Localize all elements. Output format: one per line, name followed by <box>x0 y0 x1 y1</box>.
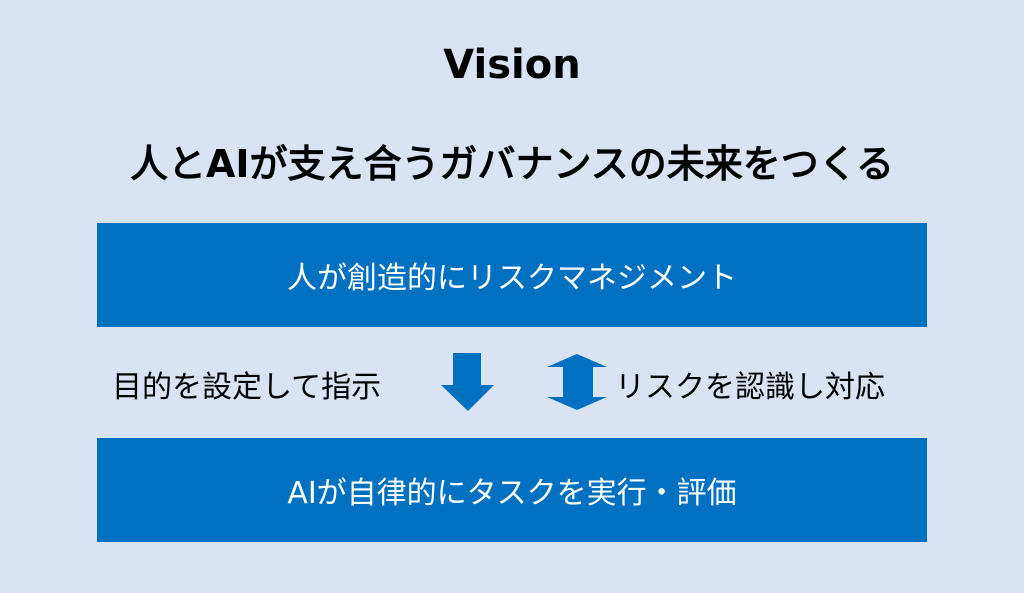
instruction-label: 目的を設定して指示 <box>112 370 382 405</box>
down-arrow-icon <box>441 353 494 411</box>
vision-title: Vision <box>443 42 581 88</box>
ai-box-label: AIが自律的にタスクを実行・評価 <box>287 476 737 511</box>
response-label: リスクを認識し対応 <box>615 370 885 405</box>
human-box-label: 人が創造的にリスクマネジメント <box>287 261 737 296</box>
ai-box: AIが自律的にタスクを実行・評価 <box>97 438 927 542</box>
human-box: 人が創造的にリスクマネジメント <box>97 223 927 327</box>
up-down-arrow-icon <box>547 354 607 410</box>
vision-subtitle: 人とAIが支え合うガバナンスの未来をつくる <box>129 142 895 186</box>
